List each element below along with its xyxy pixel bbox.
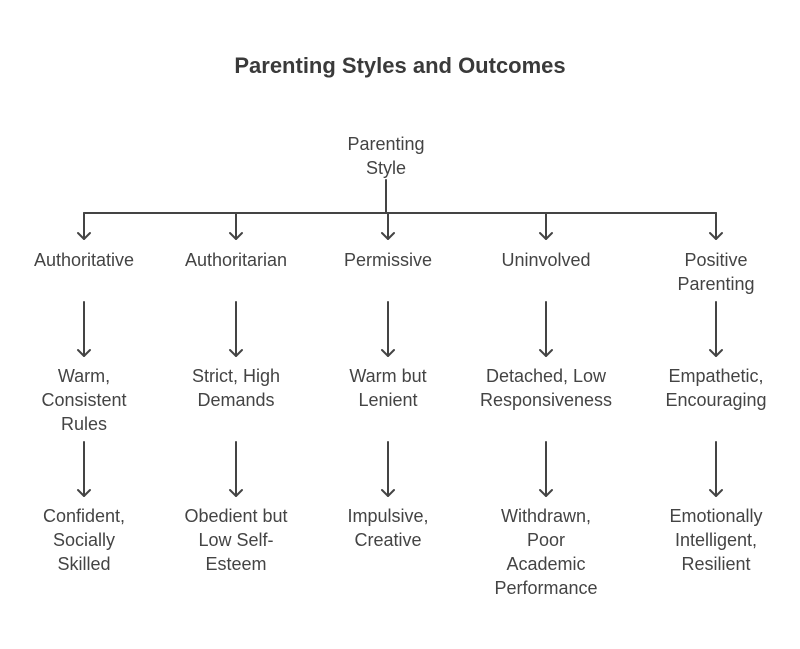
root-node-line: Parenting	[347, 134, 425, 154]
traits-node-line: Empathetic,	[668, 366, 764, 386]
traits-node-line: Consistent	[41, 390, 127, 410]
diagram-title: Parenting Styles and Outcomes	[234, 53, 566, 78]
style-node-line: Uninvolved	[501, 250, 591, 270]
arrow-head	[709, 232, 723, 240]
outcome-node-line: Impulsive,	[347, 506, 429, 526]
outcome-node-line: Academic	[506, 554, 586, 574]
outcome-node-line: Low Self-	[198, 530, 274, 550]
arrow-head	[381, 232, 395, 240]
traits-node-line: Encouraging	[665, 390, 767, 410]
outcome-node-line: Socially	[52, 530, 116, 550]
outcome-node-line: Poor	[526, 530, 566, 550]
root-node-line: Style	[365, 158, 407, 178]
arrow-head	[77, 489, 91, 497]
arrow-head	[709, 349, 723, 357]
traits-node-line: Rules	[60, 414, 108, 434]
outcome-node-line: Resilient	[681, 554, 751, 574]
arrow-head	[229, 232, 243, 240]
arrow-head	[709, 489, 723, 497]
arrow-head	[229, 489, 243, 497]
style-node-line: Parenting	[677, 274, 755, 294]
outcome-node-line: Performance	[494, 578, 598, 598]
outcome-node-line: Esteem	[205, 554, 267, 574]
outcome-node-line: Intelligent,	[674, 530, 758, 550]
traits-node-line: Responsiveness	[479, 390, 613, 410]
style-node: Permissive	[308, 248, 468, 272]
arrow-head	[539, 489, 553, 497]
style-node-line: Permissive	[343, 250, 432, 270]
style-node: Uninvolved	[466, 248, 626, 272]
outcome-node-line: Skilled	[57, 554, 111, 574]
traits-node-line: Warm,	[57, 366, 111, 386]
traits-node-line: Demands	[197, 390, 275, 410]
arrow-head	[539, 349, 553, 357]
arrow-head	[77, 349, 91, 357]
style-node: Authoritarian	[156, 248, 316, 272]
outcome-node-line: Emotionally	[669, 506, 763, 526]
arrow-head	[229, 349, 243, 357]
traits-node: Empathetic, Encouraging	[636, 364, 796, 412]
arrow-head	[77, 232, 91, 240]
traits-node-line: Strict, High	[191, 366, 281, 386]
style-node-line: Authoritarian	[184, 250, 288, 270]
traits-node-line: Warm but	[349, 366, 427, 386]
outcome-node: Impulsive, Creative	[308, 504, 468, 552]
traits-node-line: Lenient	[358, 390, 418, 410]
style-node-line: Positive	[684, 250, 748, 270]
arrow-head	[381, 489, 395, 497]
arrow-head	[539, 232, 553, 240]
style-node: Authoritative	[4, 248, 164, 272]
outcome-node-line: Creative	[354, 530, 422, 550]
outcome-node-line: Obedient but	[184, 506, 288, 526]
arrow-head	[381, 349, 395, 357]
outcome-node-line: Withdrawn,	[500, 506, 592, 526]
outcome-node-line: Confident,	[42, 506, 126, 526]
style-node-line: Authoritative	[33, 250, 135, 270]
traits-node-line: Detached, Low	[485, 366, 607, 386]
